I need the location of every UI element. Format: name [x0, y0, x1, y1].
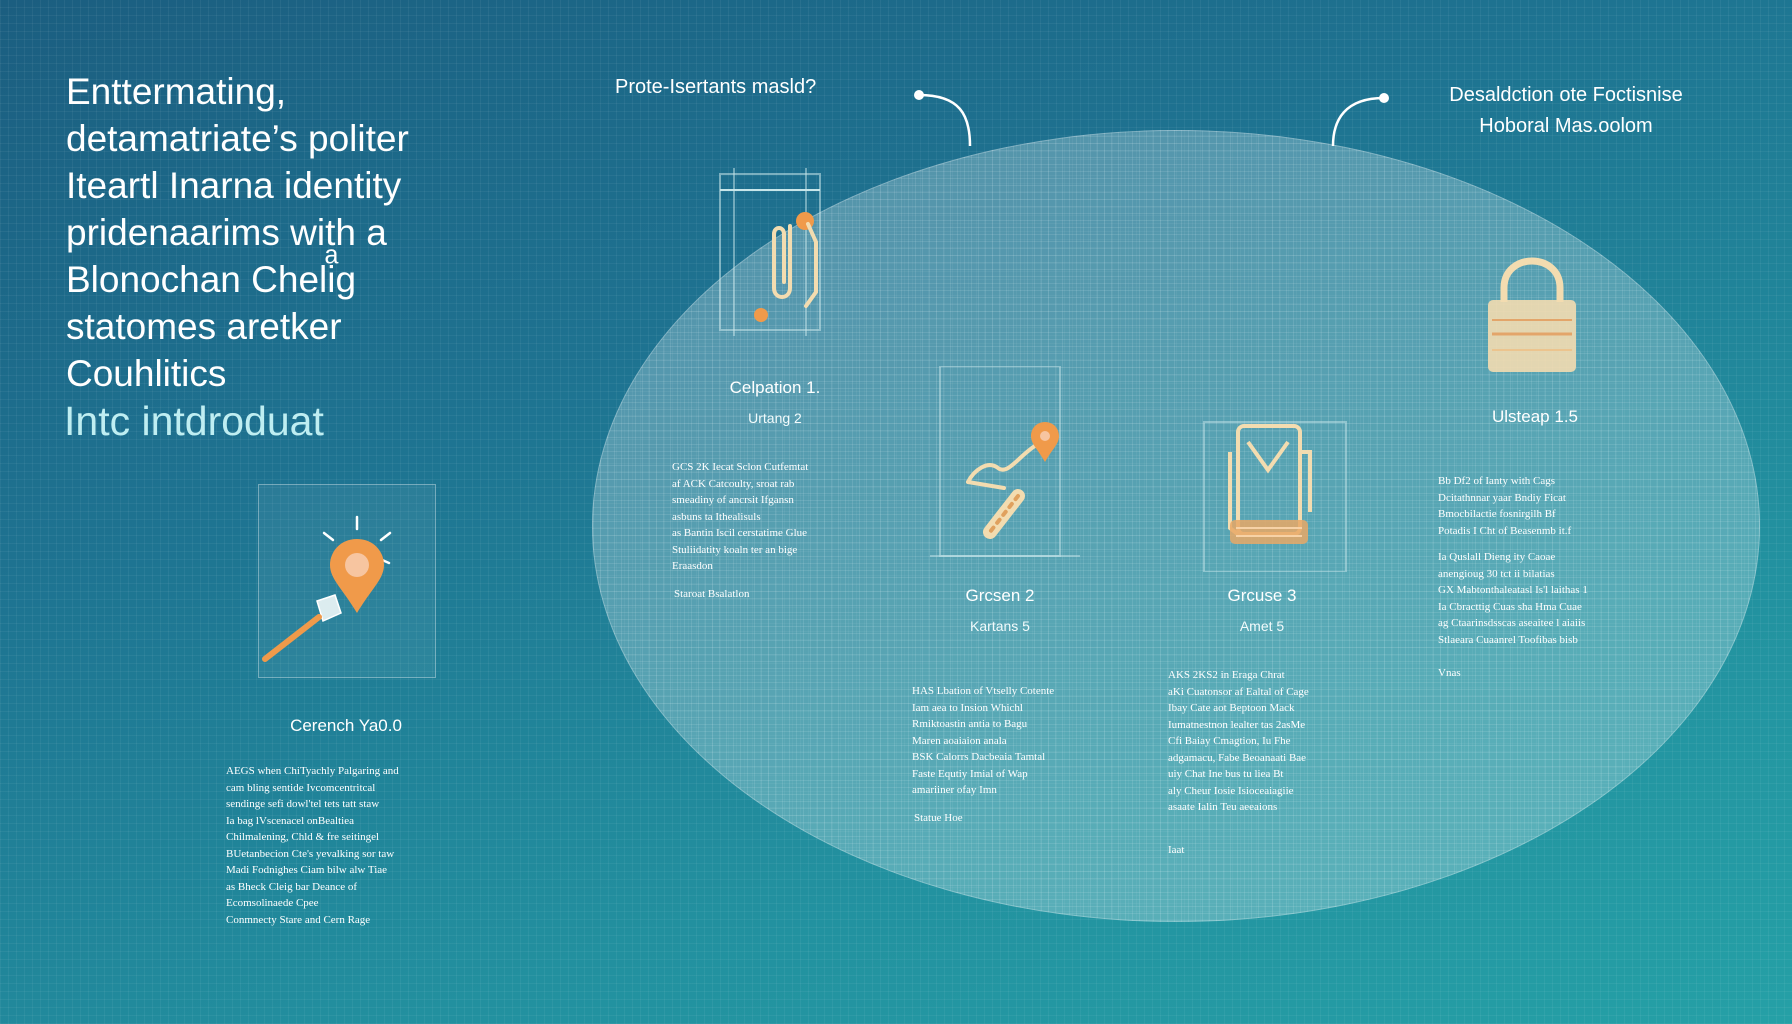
- card-title: Grcuse 3: [1227, 586, 1297, 605]
- paragraph-line: adgamacu, Fabe Beoanaati Bae: [1168, 751, 1307, 764]
- paragraph-line: sendinge sefi dowl'tel tets tatt staw: [226, 798, 380, 810]
- paragraph-line: Potadis I Cht of Beasenmb it.f: [1438, 524, 1572, 537]
- paragraph-line: Eraasdon: [672, 560, 713, 572]
- paragraph-line: Ia Quslall Dieng ity Caoae: [1438, 551, 1556, 563]
- card-subtitle: Urtang 2: [748, 410, 802, 426]
- card-title: Celpation 1.: [729, 378, 821, 397]
- paragraph-line: [1438, 539, 1588, 549]
- paragraph-line: Cfi Baiay Cmagtion, Iu Fhe: [1168, 735, 1291, 747]
- paragraph-line: asbuns ta Ithealisuls: [672, 510, 761, 523]
- paragraph-line: aly Cheur Iosie Isioceaiagiie: [1168, 784, 1294, 797]
- card-footer: Staroat Bsalatlon: [674, 588, 750, 600]
- paragraph-line: cam bling sentide Ivcomcentritcal: [226, 781, 376, 794]
- headline: Enttermating, detamatriate’s politer Ite…: [66, 68, 506, 397]
- paragraph-line: HAS Lbation of Vtselly Cotente: [912, 685, 1055, 697]
- callout-label-center: Prote-Isertants masld?: [615, 76, 817, 98]
- headline-line: statomes aretker: [66, 306, 342, 347]
- clipboard-shield-icon: [1203, 421, 1347, 572]
- paper-clip-icon: [719, 168, 821, 336]
- callout-label-right-line2: Hoboral Mas.oolom: [1479, 115, 1653, 137]
- paragraph-line: Dcitathnnar yaar Bndiy Ficat: [1438, 491, 1566, 504]
- card-paragraph: AEGS when ChiTyachly Palgaring and cam b…: [226, 763, 399, 928]
- paragraph-line: as Bheck Cleig bar Deance of: [226, 880, 358, 893]
- paragraph-line: as Bantin Iscil cerstatime Glue: [672, 527, 808, 539]
- paragraph-line: Madi Fodnighes Ciam bilw alw Tiae: [226, 864, 388, 876]
- paragraph-line: Iumatnestnon lealter tas 2asMe: [1168, 718, 1306, 731]
- lightbulb-pin-icon: [262, 515, 392, 662]
- callout-line-right: [1331, 96, 1385, 147]
- paragraph-line: BUetanbecion Cte's yevalking sor taw: [226, 847, 395, 860]
- paragraph-line: Bmocbilactie fosnirgilh Bf: [1438, 508, 1556, 520]
- callout-dot-center: [914, 90, 924, 100]
- paragraph-line: aKi Cuatonsor af Ealtal of Cage: [1168, 685, 1309, 698]
- paragraph-line: ag Ctaarinsdsscas aseaitee l aiaiis: [1438, 617, 1586, 629]
- card-paragraph: AKS 2KS2 in Eraga Chrat aKi Cuatonsor af…: [1168, 667, 1309, 816]
- card-title: Ulsteap 1.5: [1492, 407, 1578, 426]
- headline-line: Iteartl Inarna identity: [66, 165, 402, 206]
- paragraph-line: Stlaeara Cuaanrel Toofibas bisb: [1438, 633, 1578, 646]
- headline-line: detamatriate’s politer: [66, 118, 409, 159]
- callout-line-center: [918, 93, 972, 147]
- callout-dot-right: [1379, 93, 1389, 103]
- card-subtitle: Kartans 5: [970, 618, 1030, 634]
- card-paragraph: Bb Df2 of Ianty with Cags Dcitathnnar ya…: [1438, 473, 1588, 648]
- paragraph-line: asaate Ialin Teu aeeaions: [1168, 801, 1278, 813]
- paragraph-line: AKS 2KS2 in Eraga Chrat: [1168, 669, 1285, 681]
- card-title: Cerench Ya0.0: [290, 716, 402, 735]
- headline-line: Enttermating,: [66, 71, 287, 112]
- subhead: Intc intdroduat: [64, 398, 324, 444]
- card-subtitle: Amet 5: [1239, 618, 1285, 634]
- paragraph-line: Stuliidatity koaln ter an bige: [672, 543, 798, 556]
- paragraph-line: Rmiktoastin antia to Bagu: [912, 718, 1028, 730]
- location-route-icon: [930, 366, 1080, 557]
- card-paragraph: HAS Lbation of Vtselly Cotente Iam aea t…: [912, 683, 1054, 799]
- callout-label-right-line1: Desaldction ote Foctisnise: [1449, 84, 1683, 106]
- paragraph-line: Ecomsolinaede Cpee: [226, 897, 319, 909]
- paragraph-line: Chilmalening, Chld & fre seitingel: [226, 831, 380, 843]
- paragraph-line: Ia Cbracttig Cuas sha Hma Cuae: [1438, 600, 1582, 613]
- padlock-icon: [1488, 257, 1576, 372]
- paragraph-line: amariiner ofay Imn: [912, 784, 997, 796]
- paragraph-line: GX Mabtonthaleatasl Is'l laithas 1: [1438, 584, 1588, 596]
- card-footer: Iaat: [1168, 844, 1185, 856]
- card-paragraph: GCS 2K Iecat Sclon Cutfemtat af ACK Catc…: [672, 459, 808, 575]
- paragraph-line: Maren aoaiaion anala: [912, 734, 1007, 747]
- paragraph-line: Ibay Cate aot Beptoon Mack: [1168, 702, 1295, 714]
- central-ellipse: [592, 130, 1760, 922]
- paragraph-line: AEGS when ChiTyachly Palgaring and: [226, 765, 399, 777]
- headline-line: Blonochan Cheliͣg: [66, 259, 357, 300]
- paragraph-line: Faste Equtiy Imial of Wap: [912, 767, 1028, 780]
- paragraph-line: BSK Calorrs Dacbeaia Tamtal: [912, 751, 1046, 763]
- paragraph-line: GCS 2K Iecat Sclon Cutfemtat: [672, 461, 809, 473]
- lightbulb-frame: [258, 484, 436, 678]
- paragraph-line: Ia bag lVscenacel onBealtiea: [226, 814, 354, 827]
- card-title: Grcsen 2: [965, 586, 1035, 605]
- card-footer: Statue Hoe: [914, 812, 963, 824]
- headline-line: pridenaarims with a: [66, 212, 387, 253]
- paragraph-line: Iam aea to Insion Whichl: [912, 701, 1023, 714]
- card-footer: Vnas: [1438, 667, 1461, 679]
- paragraph-line: af ACK Catcoulty, sroat rab: [672, 477, 795, 490]
- paragraph-line: anengioug 30 tct ii bilatias: [1438, 567, 1555, 580]
- paragraph-line: Bb Df2 of Ianty with Cags: [1438, 475, 1556, 487]
- paragraph-line: uiy Chat Ine bus tu liea Bt: [1168, 768, 1284, 780]
- paragraph-line: Conmnecty Stare and Cern Rage: [226, 913, 371, 926]
- paragraph-line: smeadiny of ancrsit Ifgansn: [672, 494, 794, 506]
- headline-line: Couhlitics: [66, 353, 227, 394]
